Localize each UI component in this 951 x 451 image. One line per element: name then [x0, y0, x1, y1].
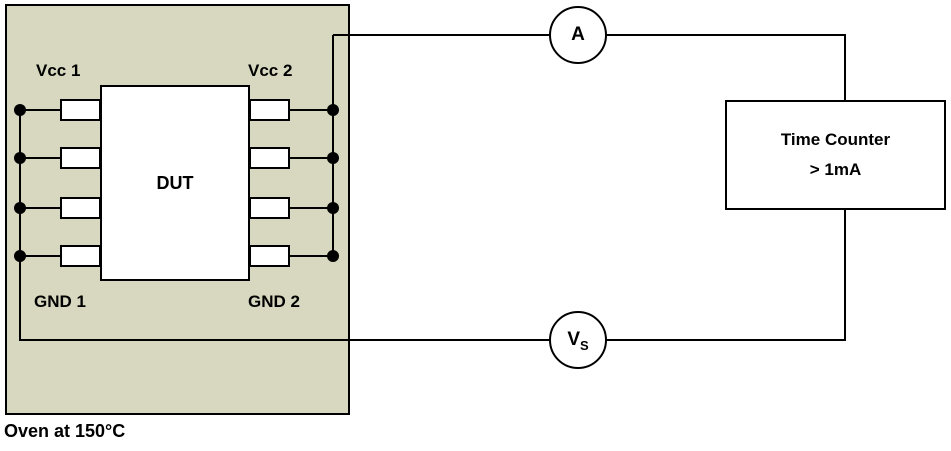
vcc1-label: Vcc 1: [36, 61, 81, 80]
voltage-source-subscript: S: [580, 337, 589, 353]
pin-left-4: [60, 245, 101, 267]
pin-left-3: [60, 197, 101, 219]
junction-dot: [14, 152, 26, 164]
pin-left-1: [60, 99, 101, 121]
pin-right-3: [249, 197, 290, 219]
voltage-source-letter: V: [567, 328, 580, 350]
junction-dot: [14, 104, 26, 116]
gnd1-label: GND 1: [34, 292, 86, 311]
voltage-source-symbol: VS: [549, 311, 607, 369]
ammeter-label: A: [571, 24, 585, 45]
pin-right-2: [249, 147, 290, 169]
time-counter-threshold: > 1mA: [809, 160, 862, 179]
pin-right-1: [249, 99, 290, 121]
junction-dot: [327, 202, 339, 214]
junction-dot: [327, 250, 339, 262]
gnd2-label: GND 2: [248, 292, 300, 311]
junction-dot: [327, 152, 339, 164]
ammeter-symbol: A: [549, 6, 607, 64]
junction-dot: [327, 104, 339, 116]
time-counter-title: Time Counter: [780, 130, 891, 149]
oven-temperature-label: Oven at 150°C: [4, 421, 126, 441]
junction-dot: [14, 202, 26, 214]
dut-package: DUT: [100, 85, 250, 281]
pin-right-4: [249, 245, 290, 267]
voltage-source-label: VS: [567, 329, 588, 352]
vcc2-label: Vcc 2: [248, 61, 293, 80]
junction-dot: [14, 250, 26, 262]
time-counter-box: Time Counter > 1mA: [725, 100, 946, 210]
pin-left-2: [60, 147, 101, 169]
dut-label: DUT: [156, 172, 194, 193]
